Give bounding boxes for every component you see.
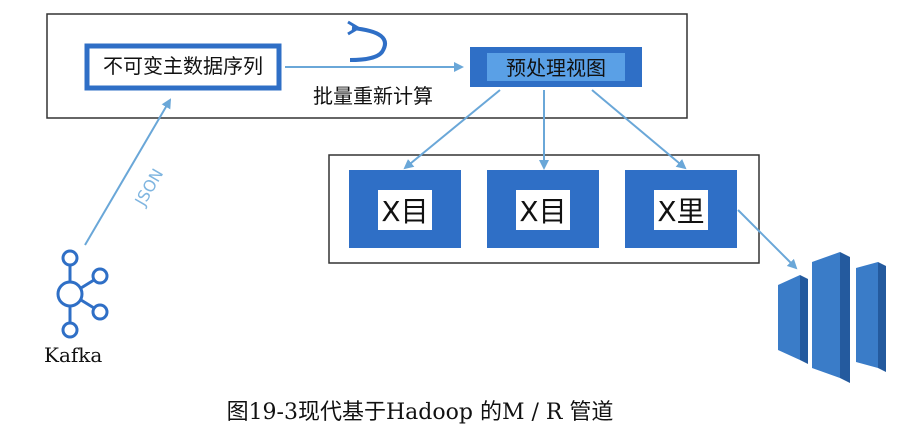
json-arrow [84, 98, 172, 246]
view-1-label: X目 [381, 195, 428, 228]
view-2-label: X目 [519, 195, 566, 228]
database-icon [778, 252, 886, 383]
immutable-sequence-label: 不可变主数据序列 [103, 54, 263, 78]
preprocessed-view-label: 预处理视图 [506, 56, 606, 80]
json-label: JSON [131, 165, 168, 210]
arrow-to-database [737, 209, 798, 270]
kafka-icon [56, 249, 109, 339]
figure-caption: 图19-3现代基于Hadoop 的M / R 管道 [227, 400, 614, 425]
arrow-to-view-3 [591, 89, 687, 170]
view-3-label: X里 [657, 195, 704, 228]
arrow-to-view-1 [403, 89, 501, 170]
preprocessed-view-inner [487, 53, 625, 81]
kafka-label: Kafka [44, 343, 102, 367]
view-1-label-bg [378, 190, 432, 230]
view-2-label-bg [516, 190, 570, 230]
recompute-curve-arrowhead [347, 20, 361, 36]
batch-layer-container [46, 13, 688, 119]
recompute-curve-icon [349, 26, 387, 62]
view-3-label-bg [654, 190, 708, 230]
batch-recompute-label: 批量重新计算 [313, 84, 433, 108]
immutable-sequence-box [84, 43, 282, 91]
